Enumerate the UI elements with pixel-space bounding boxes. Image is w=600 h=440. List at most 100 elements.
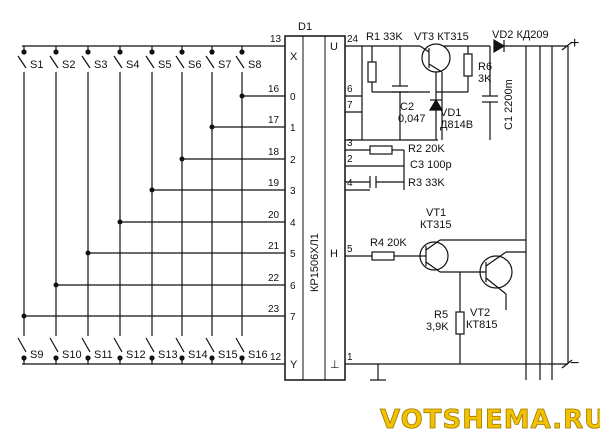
top-switch-terminal — [239, 49, 245, 55]
chip-digit-6: 6 — [290, 281, 296, 292]
chip-d1: D1 X Y U H ⊥ КР1506ХЛ1 0 1 2 3 4 5 6 7 — [284, 21, 346, 381]
r6-ref: R6 — [478, 61, 492, 73]
top-switch-terminal — [21, 49, 27, 55]
right-circuit — [345, 38, 573, 381]
chip-ref: D1 — [298, 21, 312, 33]
chip-digit-0: 0 — [290, 92, 296, 103]
pin-24: 24 — [347, 34, 359, 45]
c3-label: C3 100p — [410, 159, 452, 171]
chip-digit-7: 7 — [290, 312, 296, 323]
bottom-switch-label-9: S9 — [30, 349, 43, 361]
top-switch-terminal — [53, 49, 59, 55]
chip-pin-gnd: ⊥ — [330, 359, 340, 371]
top-switch-contact — [145, 55, 155, 69]
pin-17: 17 — [268, 115, 280, 126]
r5-value: 3,9K — [426, 321, 449, 333]
chip-pin-h: H — [330, 248, 338, 260]
bottom-switch-label-13: S13 — [158, 349, 178, 361]
bottom-switch-terminal — [239, 355, 245, 361]
pin-6: 6 — [347, 84, 353, 95]
top-switch-label-1: S1 — [30, 59, 43, 71]
vd1-ref: VD1 — [440, 107, 461, 119]
pin-21: 21 — [268, 241, 280, 252]
bottom-switch-terminal — [179, 355, 185, 361]
component-labels: 24 6 7 3 2 4 5 1 R1 33K VT3 КТ315 VD2 КД… — [347, 29, 579, 372]
bottom-switch-contact — [17, 337, 27, 353]
chip-pin-y: Y — [290, 359, 298, 371]
pin-23: 23 — [268, 304, 280, 315]
junction-dots — [21, 93, 245, 319]
top-switch-label-6: S6 — [188, 59, 201, 71]
top-switch-contact — [49, 55, 59, 69]
vt1-ref: VT1 — [426, 207, 446, 219]
top-switch-contact — [235, 55, 245, 69]
bottom-switch-label-11: S11 — [94, 349, 113, 361]
top-switch-contact — [113, 55, 123, 69]
minus-terminal: − — [570, 355, 579, 372]
c1-label: C1 2200m — [503, 79, 515, 130]
bottom-switch-contact — [113, 337, 123, 353]
pin-22: 22 — [268, 273, 280, 284]
vt3-label: VT3 КТ315 — [414, 31, 469, 43]
pin-13: 13 — [270, 34, 282, 45]
top-switch-terminal — [209, 49, 215, 55]
pin-16: 16 — [268, 84, 280, 95]
bottom-switch-terminal — [149, 355, 155, 361]
vt2-ref: VT2 — [470, 307, 490, 319]
plus-terminal: + — [570, 35, 579, 52]
bottom-switch-terminal — [21, 355, 27, 361]
top-switch-label-8: S8 — [248, 59, 261, 71]
watermark-logo: VOTSHEMA.RU — [380, 405, 600, 435]
chip-digit-4: 4 — [290, 218, 296, 229]
top-switch-label-2: S2 — [62, 59, 75, 71]
pin-12: 12 — [270, 352, 282, 363]
bottom-switch-contact — [81, 337, 91, 353]
r2-label: R2 20K — [408, 143, 445, 155]
top-switch-contact — [17, 55, 27, 69]
pin-2: 2 — [347, 154, 353, 165]
top-switch-terminal — [179, 49, 185, 55]
bottom-switch-terminal — [117, 355, 123, 361]
chip-pin-x: X — [290, 51, 298, 63]
r5-ref: R5 — [434, 309, 448, 321]
bottom-switch-contact — [235, 337, 245, 353]
r4-label: R4 20K — [370, 237, 407, 249]
pin-3: 3 — [347, 138, 353, 149]
pin-19: 19 — [268, 178, 280, 189]
bottom-switch-terminal — [209, 355, 215, 361]
r1-label: R1 33K — [366, 31, 403, 43]
pin-5: 5 — [347, 244, 353, 255]
top-switch-terminal — [85, 49, 91, 55]
pin-20: 20 — [268, 210, 280, 221]
top-switch-label-3: S3 — [94, 59, 107, 71]
top-switch-label-7: S7 — [218, 59, 231, 71]
bottom-switch-contact — [145, 337, 155, 353]
chip-digit-3: 3 — [290, 186, 296, 197]
chip-digit-5: 5 — [290, 249, 296, 260]
bottom-switch-terminal — [53, 355, 59, 361]
top-switch-contact — [81, 55, 91, 69]
bottom-switch-label-16: S16 — [248, 349, 268, 361]
vt2-value: КТ815 — [466, 319, 497, 331]
c2-value: 0,047 — [398, 113, 426, 125]
r3-label: R3 33K — [408, 177, 445, 189]
c2-ref: C2 — [400, 101, 414, 113]
bottom-switch-label-14: S14 — [188, 349, 208, 361]
bottom-switch-terminal — [85, 355, 91, 361]
chip-digit-1: 1 — [290, 123, 296, 134]
pin-7: 7 — [347, 100, 353, 111]
top-switch-contact — [175, 55, 185, 69]
bottom-switch-contact — [175, 337, 185, 353]
vd2-label: VD2 КД209 — [492, 29, 549, 41]
chip-pin-u: U — [330, 41, 338, 53]
top-switch-contact — [205, 55, 215, 69]
row-pin-numbers: 16 17 18 19 20 21 22 23 13 12 — [268, 34, 282, 363]
pin-18: 18 — [268, 147, 280, 158]
top-switch-label-5: S5 — [158, 59, 171, 71]
top-switch-terminal — [117, 49, 123, 55]
pin-1: 1 — [347, 352, 353, 363]
bottom-switch-contact — [205, 337, 215, 353]
chip-digit-2: 2 — [290, 155, 296, 166]
